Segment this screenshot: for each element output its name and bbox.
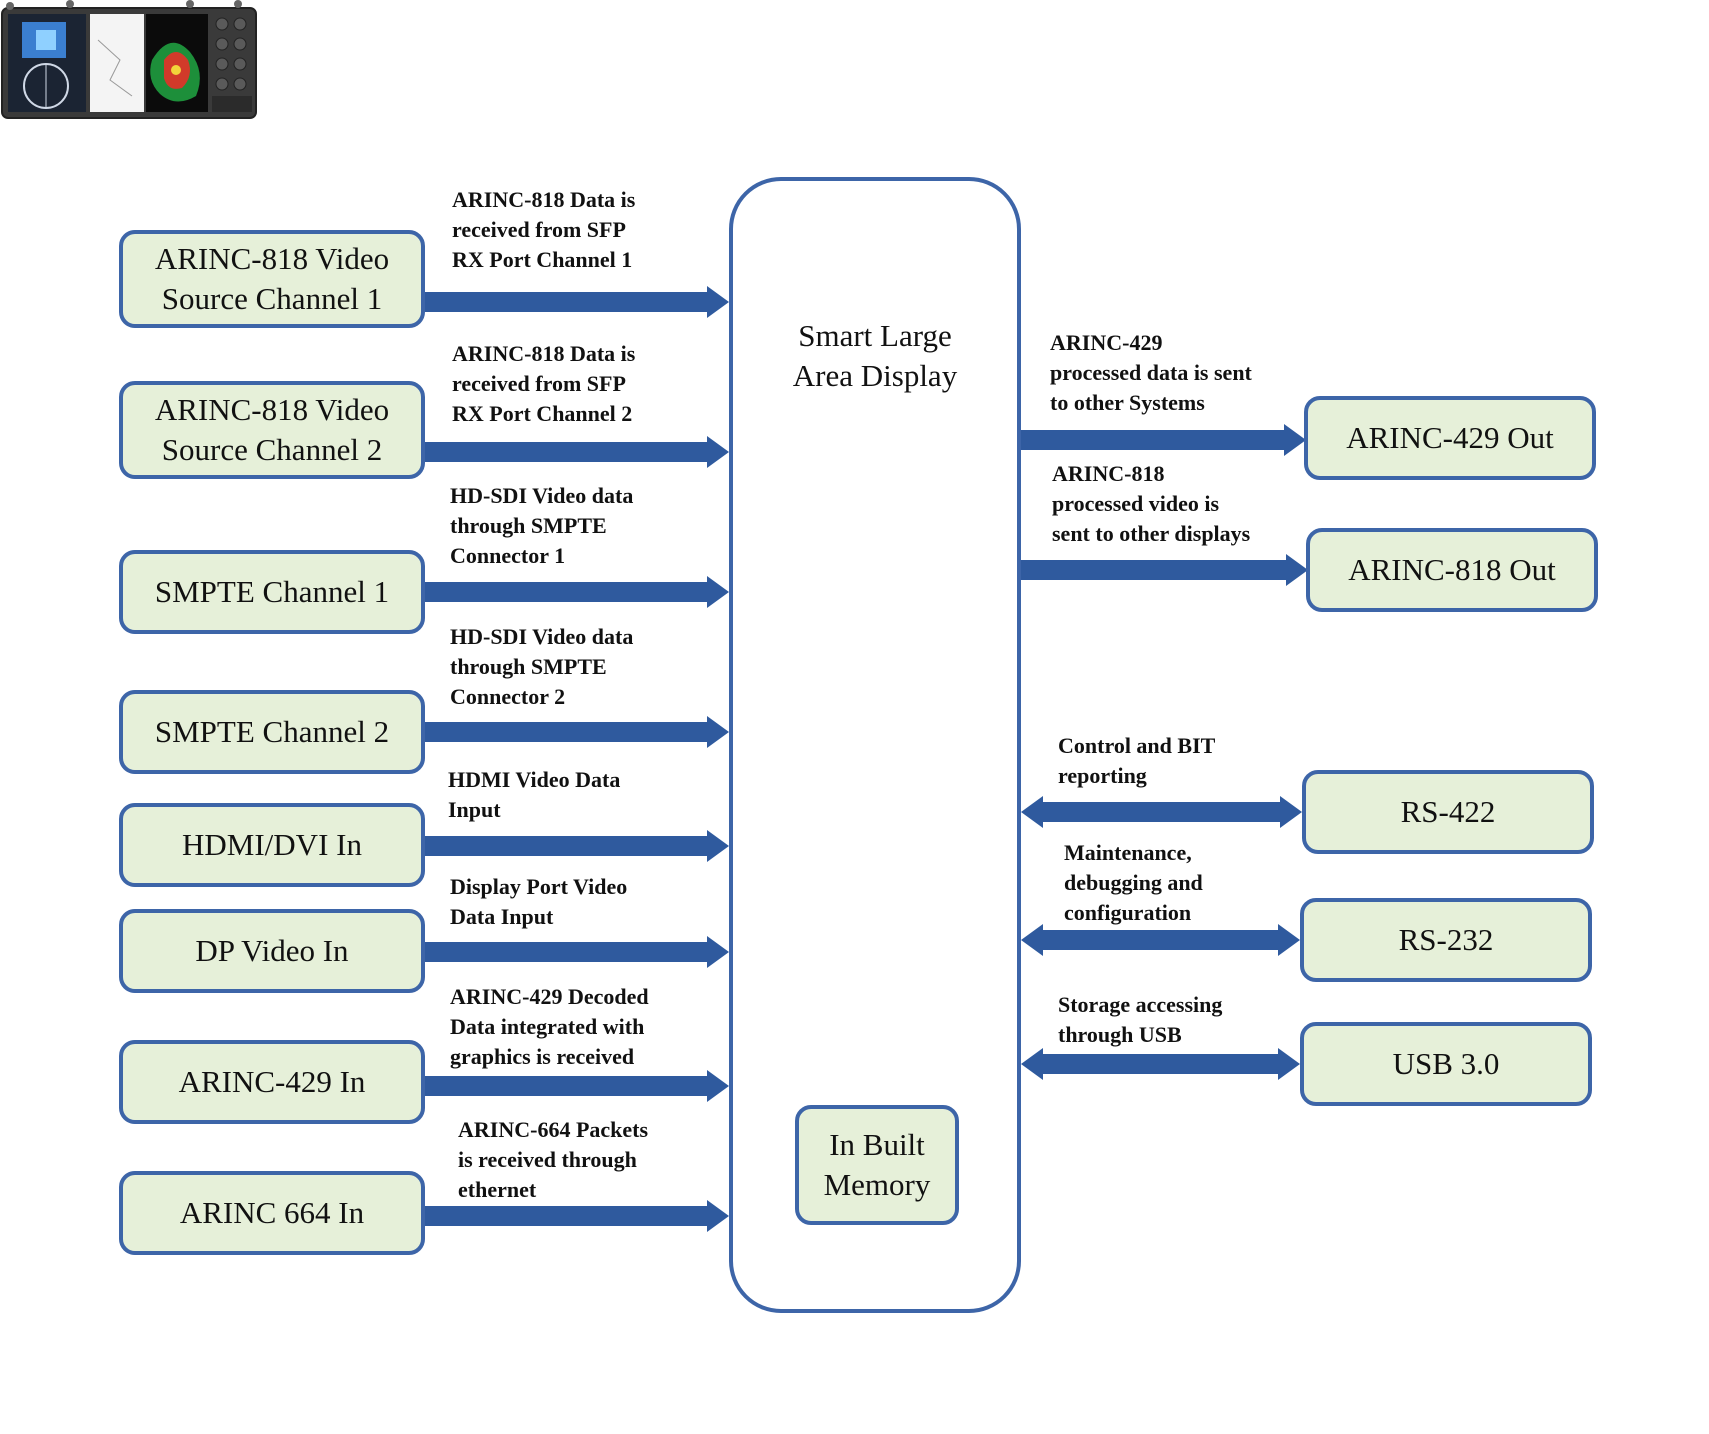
output-label-rs232: Maintenance, debugging and configuration [1064, 840, 1203, 925]
input-box-hdmi-dvi: HDMI/DVI In [119, 803, 425, 887]
output-label-usb3: Storage accessing through USB [1058, 992, 1223, 1047]
input-box-arinc818-ch1: ARINC-818 Video Source Channel 1 [119, 230, 425, 328]
in-built-memory-block: In Built Memory [795, 1105, 959, 1225]
input-label-arinc664-in: ARINC-664 Packets is received through et… [458, 1117, 649, 1202]
input-box-arinc429-in: ARINC-429 In [119, 1040, 425, 1124]
input-arrow-5 [423, 830, 729, 862]
input-box-smpte-ch2: SMPTE Channel 2 [119, 690, 425, 774]
input-label-hdmi: HDMI Video Data Input [448, 767, 621, 822]
bidirectional-arrow-rs232 [1021, 924, 1300, 956]
input-label-dp: Display Port Video Data Input [450, 874, 628, 929]
input-box-arinc664-in: ARINC 664 In [119, 1171, 425, 1255]
output-arrow-arinc818-out [1021, 554, 1308, 586]
output-box-usb3: USB 3.0 [1300, 1022, 1592, 1106]
bidirectional-arrow-rs422 [1021, 796, 1302, 828]
output-box-rs232: RS-232 [1300, 898, 1592, 982]
input-arrow-6 [423, 936, 729, 968]
output-box-arinc429-out: ARINC-429 Out [1304, 396, 1596, 480]
input-label-smpte-ch1: HD-SDI Video data through SMPTE Connecto… [450, 483, 634, 568]
input-label-smpte-ch2: HD-SDI Video data through SMPTE Connecto… [450, 624, 634, 709]
input-label-arinc818-ch2: ARINC-818 Data is received from SFP RX P… [452, 341, 636, 426]
input-label-arinc818-ch1: ARINC-818 Data is received from SFP RX P… [452, 187, 636, 272]
bidirectional-arrow-usb3 [1021, 1048, 1300, 1080]
input-box-smpte-ch1: SMPTE Channel 1 [119, 550, 425, 634]
output-arrow-arinc429-out [1021, 424, 1306, 456]
input-box-arinc818-ch2: ARINC-818 Video Source Channel 2 [119, 381, 425, 479]
input-arrow-4 [423, 716, 729, 748]
output-label-arinc818-out: ARINC-818 processed video is sent to oth… [1052, 461, 1251, 546]
output-box-rs422: RS-422 [1302, 770, 1594, 854]
input-label-arinc429-in: ARINC-429 Decoded Data integrated with g… [450, 984, 649, 1069]
input-arrow-7 [423, 1070, 729, 1102]
input-arrow-2 [423, 436, 729, 468]
input-box-dp-video: DP Video In [119, 909, 425, 993]
output-label-arinc429-out: ARINC-429 processed data is sent to othe… [1050, 330, 1252, 415]
display-unit-image [1, 0, 257, 119]
output-label-rs422: Control and BIT reporting [1058, 733, 1216, 788]
input-arrow-8 [423, 1200, 729, 1232]
main-block-title: Smart Large Area Display [792, 318, 958, 393]
input-arrow-3 [423, 576, 729, 608]
output-box-arinc818-out: ARINC-818 Out [1306, 528, 1598, 612]
input-arrow-1 [423, 286, 729, 318]
